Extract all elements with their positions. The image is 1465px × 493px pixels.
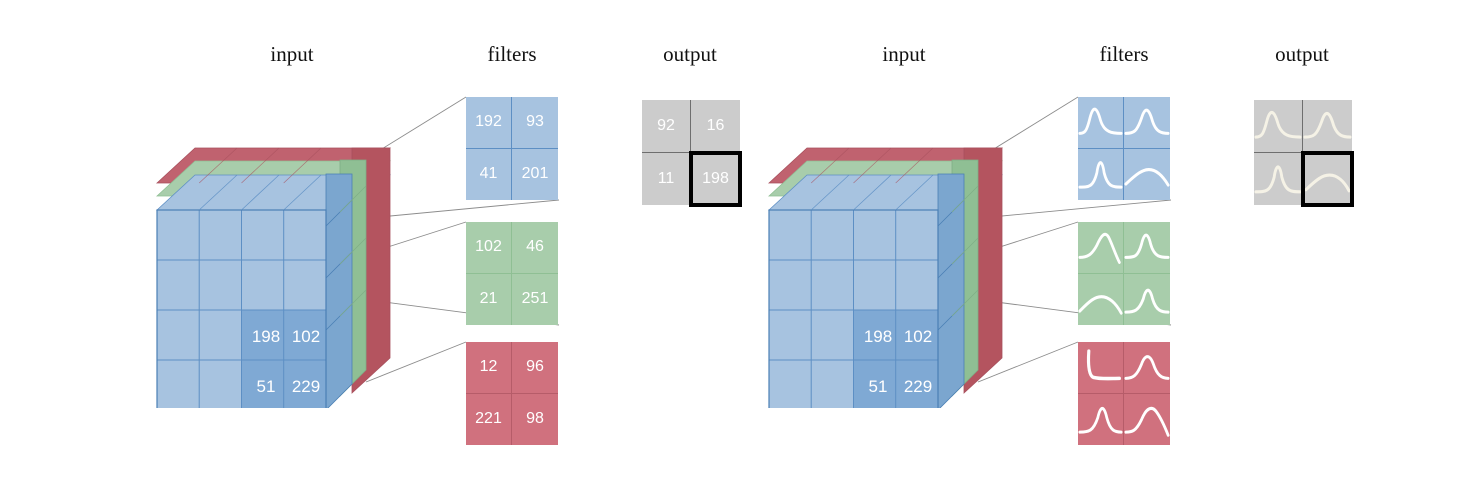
- input-cube-left: 198 102 51 229: [148, 138, 398, 408]
- output-cell-highlighted[interactable]: 198: [689, 150, 742, 207]
- input-label-left: input: [270, 42, 314, 66]
- filter-cell: 201: [512, 148, 558, 200]
- filter-stack-blue-left[interactable]: 192 93 41 201: [466, 97, 558, 200]
- filter-cell: 12: [466, 342, 512, 394]
- filter-curve-cell: [1078, 222, 1124, 274]
- filter-cell: 98: [512, 393, 558, 445]
- filter-cell: 192: [466, 97, 512, 149]
- filter-curve-cell: [1124, 273, 1170, 325]
- cube-patch-val-00: 198: [252, 327, 280, 346]
- filter-curve-cell: [1124, 148, 1170, 200]
- filter-curve-cell: [1078, 342, 1124, 394]
- filter-cell: 102: [466, 222, 512, 274]
- output-curve-cell-highlighted[interactable]: [1301, 150, 1354, 207]
- filter-stack-blue-right[interactable]: [1078, 97, 1170, 200]
- output-grid-left[interactable]: 92 16 11 198: [642, 100, 742, 207]
- filter-cell: 96: [512, 342, 558, 394]
- cube-patch-val-10: 51: [869, 377, 888, 396]
- filter-curve-cell: [1124, 222, 1170, 274]
- input-label-right: input: [882, 42, 926, 66]
- filter-stack-red-left[interactable]: 12 96 221 98: [466, 342, 558, 445]
- filter-curve-cell: [1078, 393, 1124, 445]
- output-cell: 16: [691, 100, 740, 153]
- filter-stack-green-left[interactable]: 102 46 21 251: [466, 222, 558, 325]
- filter-curve-cell: [1124, 393, 1170, 445]
- cube-patch-val-01: 102: [904, 327, 932, 346]
- filter-cell: 46: [512, 222, 558, 274]
- filter-curve-cell: [1124, 342, 1170, 394]
- output-label-left: output: [663, 42, 717, 66]
- output-grid-right[interactable]: [1254, 100, 1354, 207]
- output-cell: 11: [642, 152, 691, 205]
- output-curve-cell: [1303, 100, 1352, 153]
- output-cell: 92: [642, 100, 691, 153]
- cube-patch-val-11: 229: [904, 377, 932, 396]
- filter-stack-red-right[interactable]: [1078, 342, 1170, 445]
- output-curve-cell: [1254, 152, 1303, 205]
- output-curve-cell: [1254, 100, 1303, 153]
- filters-label-left: filters: [487, 42, 537, 66]
- output-label-right: output: [1275, 42, 1329, 66]
- filter-cell: 93: [512, 97, 558, 149]
- filter-curve-cell: [1078, 97, 1124, 149]
- filter-curve-cell: [1078, 273, 1124, 325]
- filter-cell: 221: [466, 393, 512, 445]
- filter-curve-cell: [1078, 148, 1124, 200]
- cube-patch-val-00: 198: [864, 327, 892, 346]
- filter-cell: 251: [512, 273, 558, 325]
- filter-cell: 41: [466, 148, 512, 200]
- filters-label-right: filters: [1099, 42, 1149, 66]
- filter-cell: 21: [466, 273, 512, 325]
- input-cube-right: 198 102 51 229: [760, 138, 1010, 408]
- cube-patch-val-11: 229: [292, 377, 320, 396]
- cube-patch-val-01: 102: [292, 327, 320, 346]
- filter-stack-green-right[interactable]: [1078, 222, 1170, 325]
- filter-curve-cell: [1124, 97, 1170, 149]
- cube-patch-val-10: 51: [257, 377, 276, 396]
